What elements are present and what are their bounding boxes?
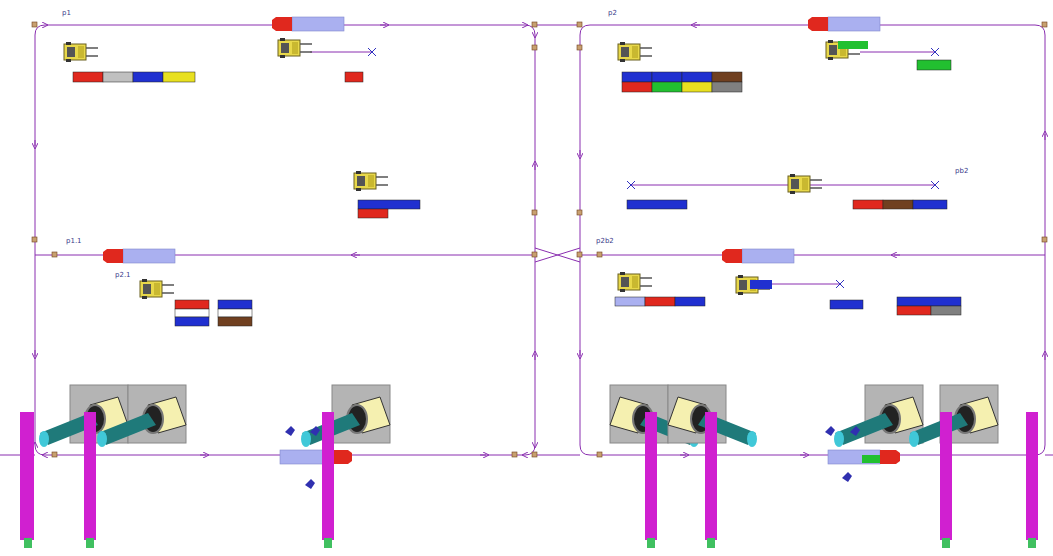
operator [285, 426, 860, 489]
path-label: p1.1 [66, 238, 82, 245]
path-label: p2 [608, 10, 617, 17]
forklift [64, 38, 868, 299]
load-unit [73, 60, 961, 326]
guide-path [0, 25, 1053, 455]
column-base [24, 538, 1036, 548]
column [20, 412, 1038, 540]
path-label: p2b2 [596, 238, 614, 245]
path-label: p2.1 [115, 272, 131, 279]
robot-cell [39, 385, 998, 447]
path-label: p1 [62, 10, 71, 17]
cross-marker [368, 48, 939, 288]
truck [103, 17, 900, 464]
path-label: pb2 [955, 168, 968, 175]
flow-arrow [35, 25, 1045, 455]
path-node [32, 22, 1047, 457]
